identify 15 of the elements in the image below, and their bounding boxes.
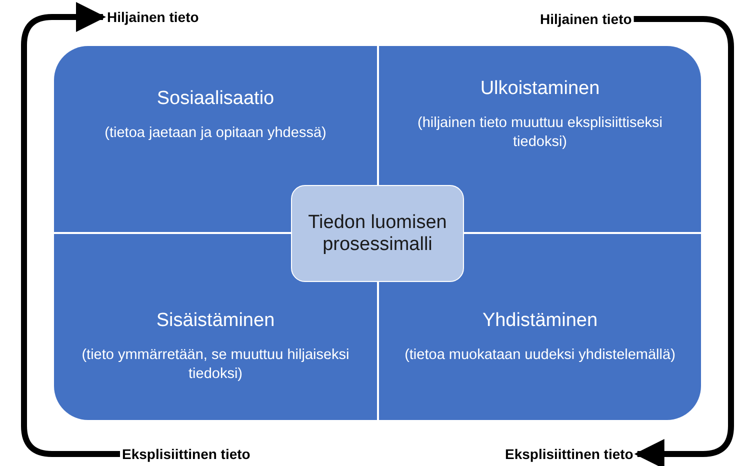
corner-label: Eksplisiittinen tieto	[505, 446, 634, 462]
corner-label: Hiljainen tieto	[107, 9, 199, 25]
corner-label: Hiljainen tieto	[540, 11, 632, 27]
quadrant-heading: Ulkoistaminen	[480, 78, 600, 100]
corner-label: Eksplisiittinen tieto	[122, 446, 250, 462]
quadrant-heading: Sisäistäminen	[156, 310, 275, 332]
quadrant-heading: Sosiaalisaatio	[156, 88, 274, 110]
center-box: Tiedon luomisen prosessimalli	[291, 185, 464, 282]
curved-arrow	[21, 2, 120, 457]
quadrant-description: (tietoa jaetaan ja opitaan yhdessä)	[104, 124, 328, 143]
curved-arrow	[634, 16, 734, 466]
quadrant-heading: Yhdistäminen	[482, 310, 598, 332]
quadrant-description: (tietoa muokataan uudeksi yhdistelemällä)	[404, 346, 676, 365]
quadrant-description: (tieto ymmärretään, se muuttuu hiljaiseksi tiedoksi)	[80, 346, 350, 384]
quadrant-description: (hiljainen tieto muuttuu eksplisiittiseksi tiedoksi)	[416, 114, 664, 152]
